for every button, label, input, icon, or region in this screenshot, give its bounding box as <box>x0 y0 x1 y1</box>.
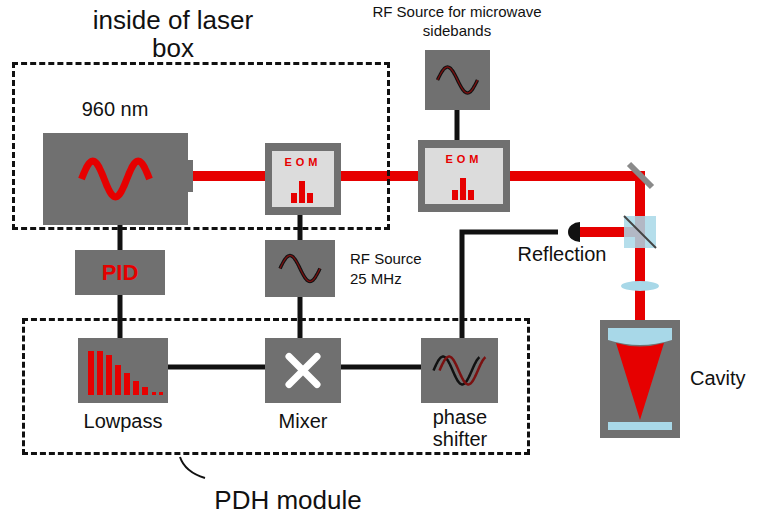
pid-box: PID <box>75 250 165 295</box>
laser-icon <box>43 133 188 225</box>
rf-source-box: RF Source 25 MHz <box>265 240 335 297</box>
spectrum-bar <box>133 381 139 395</box>
pdh-module-region: PDH moduleLowpassMixerphase shifter <box>22 318 530 455</box>
signal-wire <box>168 365 265 370</box>
cavity: Cavity <box>600 320 680 438</box>
box-label: EOM <box>265 156 341 169</box>
caption-label: Lowpass <box>68 409 178 433</box>
spectrum-dash <box>159 392 163 395</box>
laser-box-region: inside of laser box960 nmEOM <box>12 62 390 230</box>
signal-wire <box>118 295 123 338</box>
sine-wave <box>82 161 150 197</box>
signal-wire <box>341 365 421 370</box>
beam-splitter-surface <box>624 216 656 248</box>
laser-box: 960 nm <box>43 133 188 225</box>
mixer-box: Mixer <box>265 338 341 403</box>
signal-wire <box>455 110 460 140</box>
mirror <box>629 164 652 187</box>
lowpass-icon <box>78 338 168 403</box>
mixer-cross <box>289 357 317 385</box>
cavity-mirror <box>608 328 672 345</box>
laser-beam <box>341 171 418 181</box>
caption-label: PDH module <box>188 485 388 515</box>
phase-icon <box>421 338 498 403</box>
spectrum-bar <box>88 351 94 395</box>
caption-label: Reflection <box>507 242 617 266</box>
sideband-bar <box>299 181 305 203</box>
caption-label: Mixer <box>248 409 358 433</box>
mixer-icon <box>265 338 341 403</box>
sine-icon <box>425 50 490 110</box>
spectrum-bar <box>124 373 130 395</box>
spectrum-bar <box>97 351 103 395</box>
cavity-mirror <box>608 422 672 430</box>
caption-label: 960 nm <box>55 97 175 121</box>
caption-label: RF Source for microwave sidebands <box>367 2 547 40</box>
sine-wave <box>280 256 320 282</box>
rf-source-box: RF Source for microwave sidebands <box>425 50 490 110</box>
box-label: EOM <box>418 153 510 166</box>
lowpass-box: Lowpass <box>78 338 168 403</box>
photodiode <box>568 222 580 242</box>
lens <box>621 281 659 291</box>
spectrum-dash <box>152 392 156 395</box>
spectrum-bar <box>106 355 112 395</box>
spectrum-bar <box>142 387 148 395</box>
sideband-bar <box>452 190 458 200</box>
sideband-bar <box>291 193 297 203</box>
photodetector: Reflection <box>558 222 580 242</box>
caption-label: phase shifter <box>415 406 505 450</box>
sideband-bar <box>307 193 313 203</box>
sine-wave-core <box>280 256 320 282</box>
sideband-bar <box>468 190 474 200</box>
sideband-bar <box>460 178 466 200</box>
cavity-icon <box>600 320 680 438</box>
eom-box: EOM <box>265 143 341 215</box>
caption-label: Cavity <box>690 366 752 390</box>
cavity-mode <box>616 343 664 420</box>
eom-box: EOM <box>418 140 510 212</box>
phase-shifter-box: phase shifter <box>421 338 498 403</box>
box-label: PID <box>75 260 165 286</box>
detector-icon <box>558 222 580 242</box>
sine-wave-core <box>438 67 478 93</box>
caption-label: RF Source 25 MHz <box>350 249 440 289</box>
bracket-leader <box>180 457 205 478</box>
eom-icon <box>418 140 510 212</box>
spectrum-bar <box>115 365 121 395</box>
sine-wave-shifted <box>440 357 486 385</box>
sine-icon <box>265 240 335 297</box>
caption-label: inside of laser box <box>78 6 268 62</box>
beam-splitter <box>624 216 656 248</box>
laser-beam <box>188 171 265 181</box>
sine-wave <box>438 67 478 93</box>
eom-icon <box>265 143 341 215</box>
